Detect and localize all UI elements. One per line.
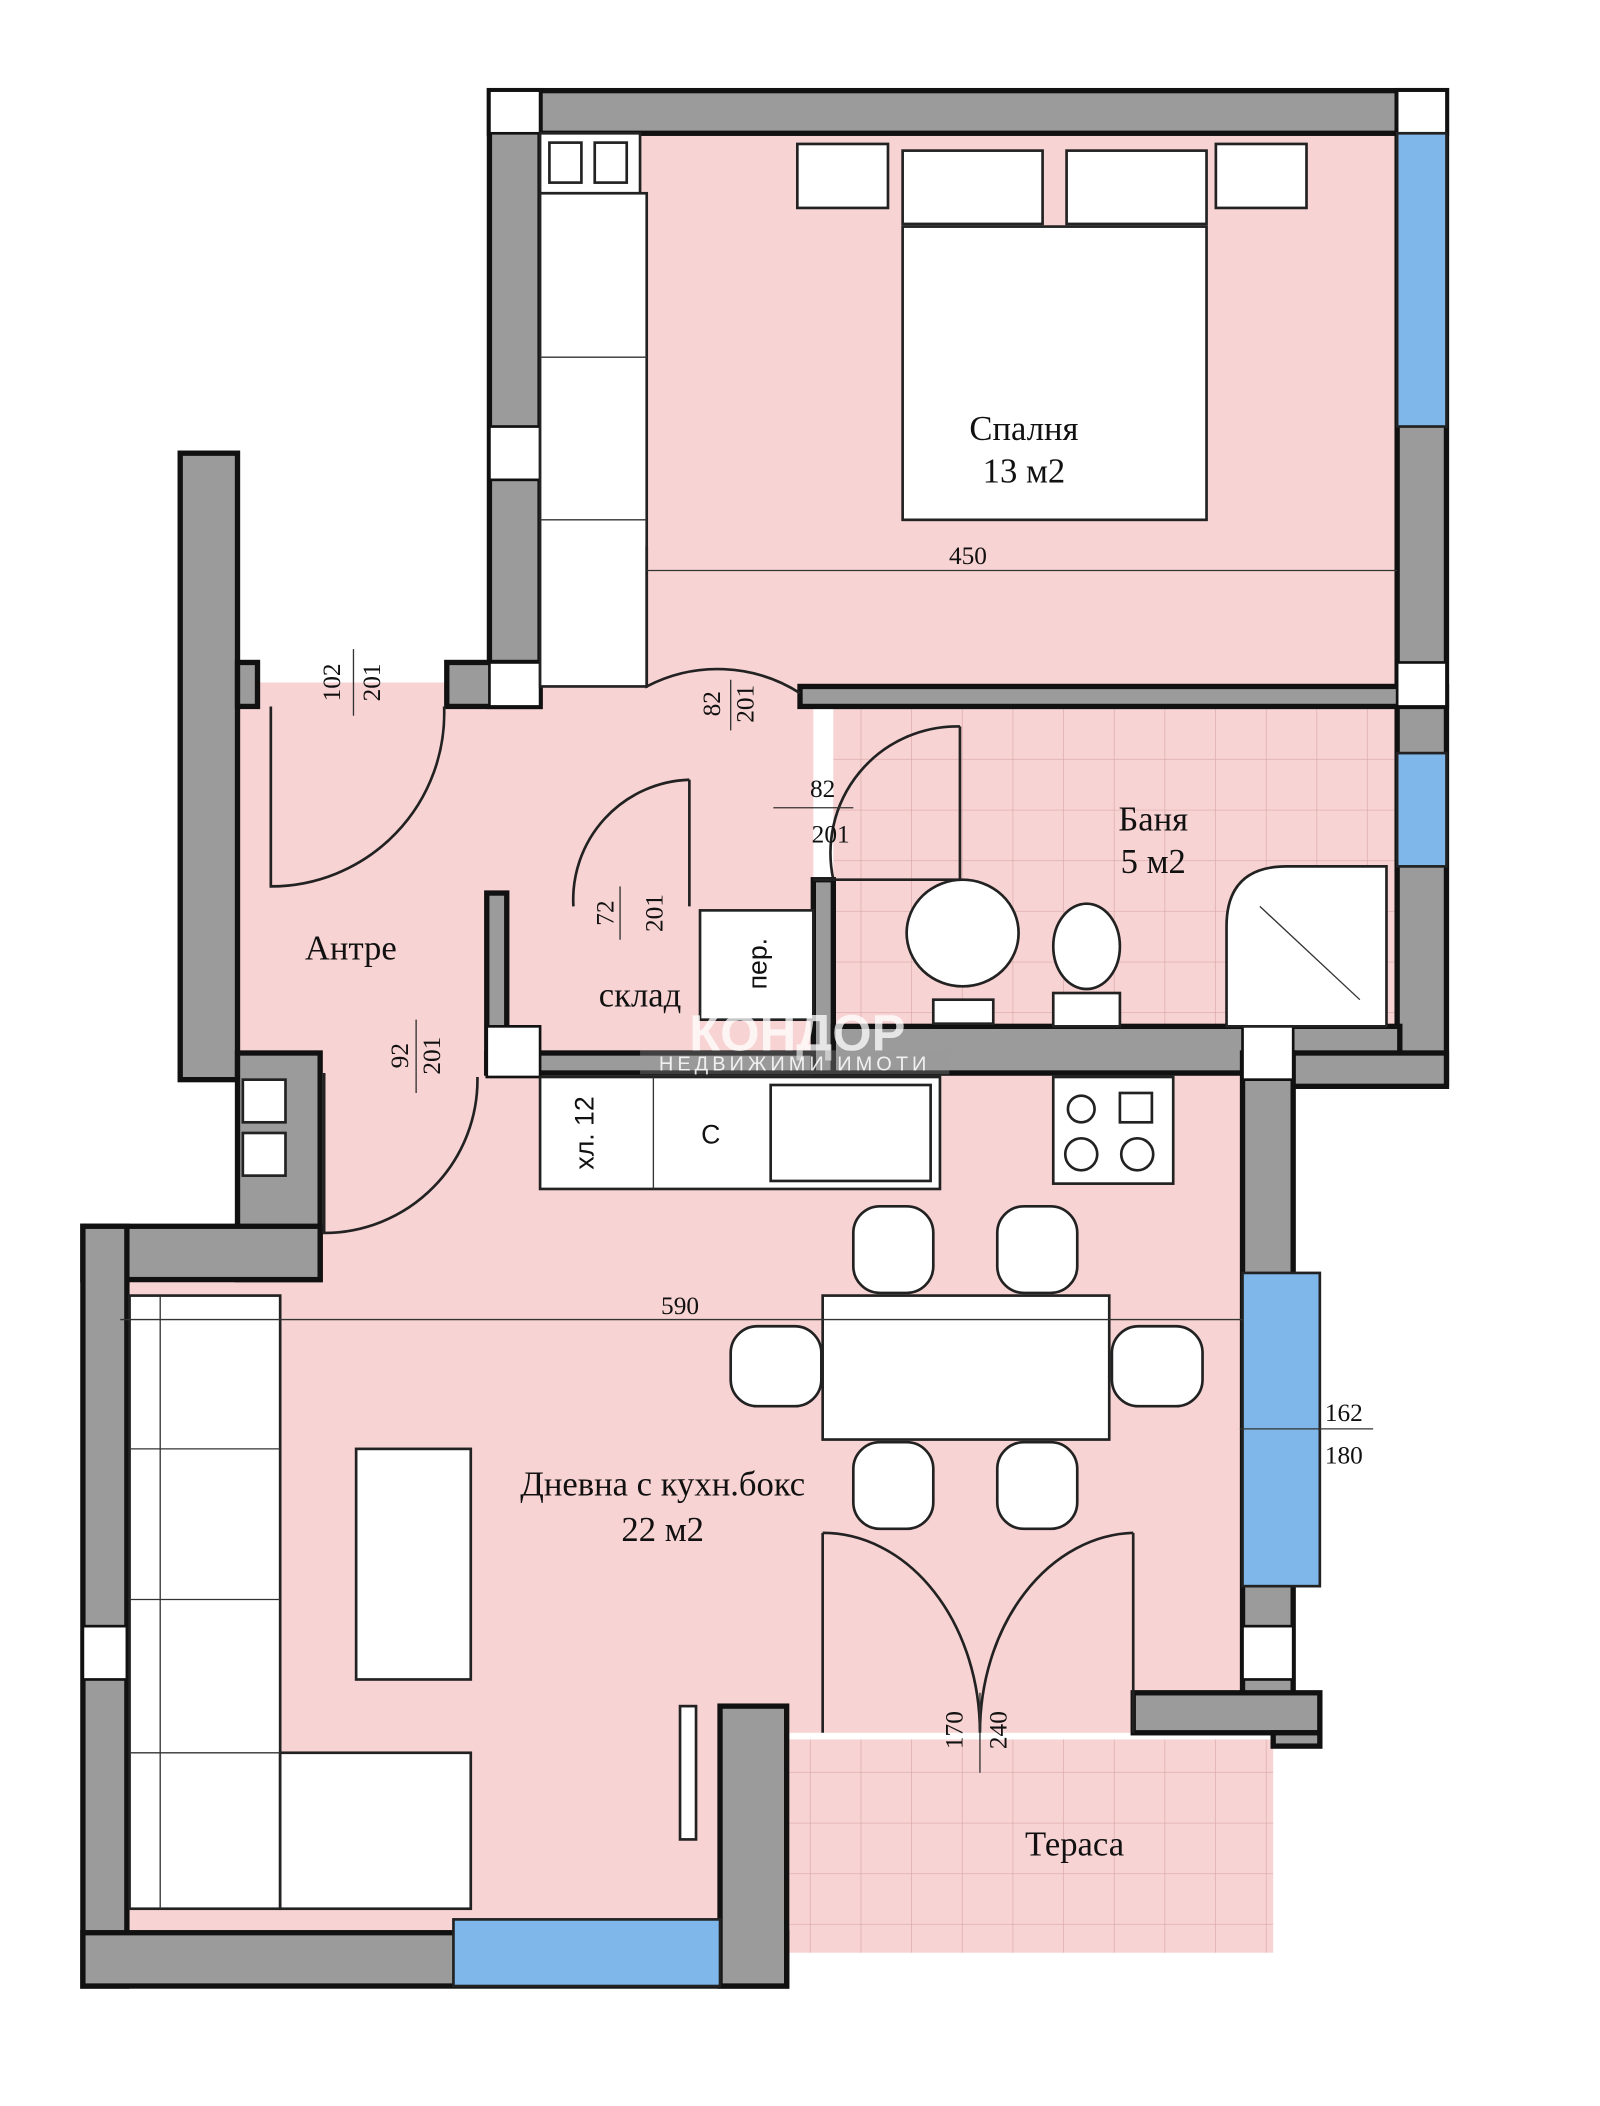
door-living-width: 92 <box>386 1043 414 1068</box>
living-width: 590 <box>661 1292 699 1320</box>
door-living-height: 201 <box>418 1037 446 1075</box>
terrace-floor <box>786 1739 1274 1953</box>
dimension-lines <box>120 569 1398 1773</box>
terrace-name: Тераса <box>1025 1825 1124 1863</box>
bedroom-area: 13 м2 <box>983 453 1066 491</box>
svg-text:НЕДВИЖИМИ ИМОТИ: НЕДВИЖИМИ ИМОТИ <box>659 1053 930 1075</box>
watermark-logo: КОНДОР НЕДВИЖИМИ ИМОТИ <box>640 1004 950 1075</box>
bedroom-window <box>1395 131 1448 428</box>
bathroom-window <box>1395 751 1448 868</box>
door-bedroom-width: 82 <box>698 691 726 716</box>
door-bathroom-width: 82 <box>810 775 835 803</box>
fridge-label: хл. 12 <box>569 1096 599 1169</box>
columns <box>81 89 1448 1681</box>
coffee-table <box>354 1447 473 1681</box>
window-width: 162 <box>1325 1399 1363 1427</box>
cabinet-label: С <box>701 1120 720 1150</box>
living-name: Дневна с кухн.бокс <box>520 1466 805 1504</box>
door-storage-height: 201 <box>641 894 669 932</box>
living-area: 22 м2 <box>621 1511 704 1549</box>
door-bedroom-height: 201 <box>731 685 759 723</box>
furniture <box>128 131 1388 1911</box>
door-entrance-width: 102 <box>318 663 346 701</box>
hall-name: Антре <box>305 930 397 968</box>
dining-table <box>821 1294 1111 1441</box>
door-terrace-height: 240 <box>985 1711 1013 1749</box>
washer-label: пер. <box>743 938 773 989</box>
labels: Спалня 13 м2 450 Баня 5 м2 Антре склад п… <box>305 410 1363 1864</box>
door-storage-width: 72 <box>591 900 619 925</box>
bathroom-name: Баня <box>1118 800 1188 838</box>
storage-name: склад <box>599 976 682 1014</box>
window-height: 180 <box>1325 1442 1363 1470</box>
svg-text:КОНДОР: КОНДОР <box>689 1004 905 1061</box>
door-bathroom-height: 201 <box>812 820 850 848</box>
bedroom-name: Спалня <box>969 410 1078 448</box>
living-window-bottom <box>452 1918 722 1988</box>
doors <box>269 546 1135 1733</box>
bathroom-area: 5 м2 <box>1121 843 1186 881</box>
bedroom-width: 450 <box>949 542 987 570</box>
wardrobe <box>538 191 649 688</box>
door-terrace-width: 170 <box>941 1711 969 1749</box>
windows <box>452 131 1448 1988</box>
washer-box <box>698 909 815 1022</box>
door-entrance-height: 201 <box>358 663 386 701</box>
sofa <box>128 1294 282 1911</box>
bed <box>901 225 1208 522</box>
